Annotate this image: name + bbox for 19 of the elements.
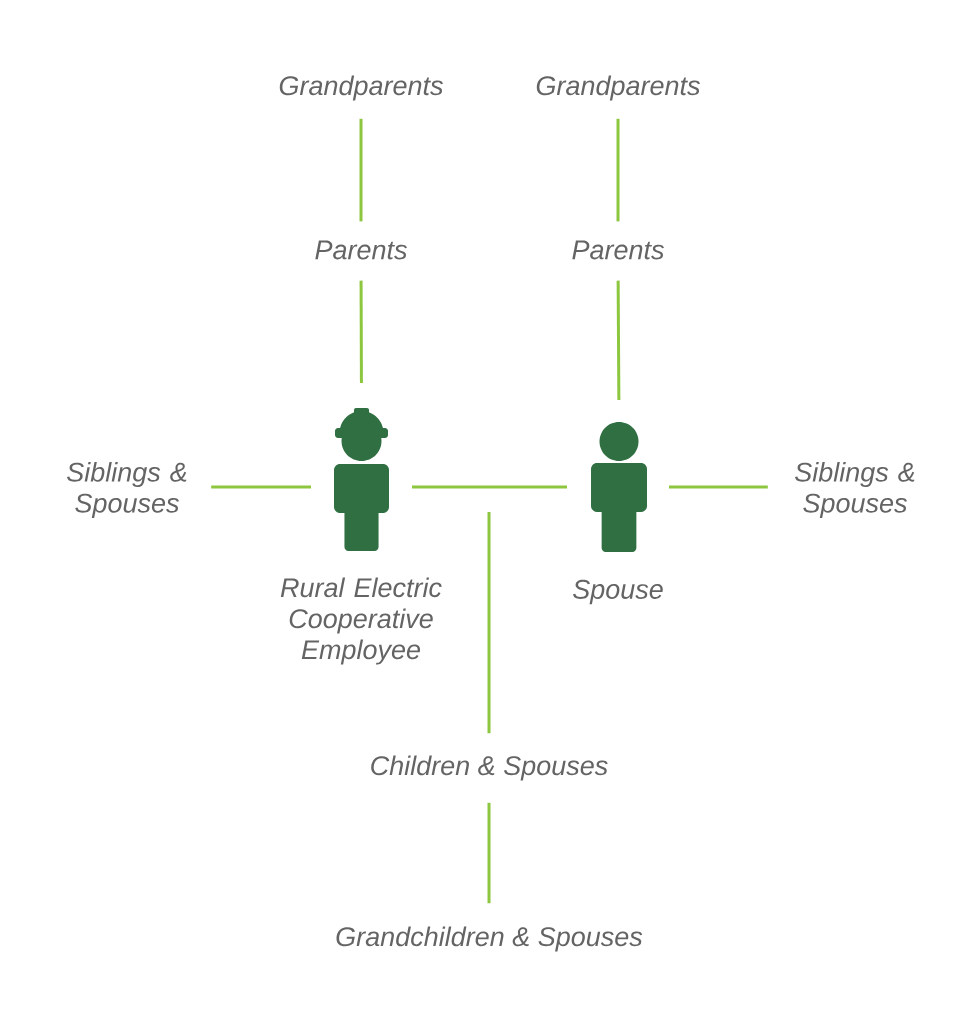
connector-line: [487, 802, 491, 904]
relation-label: Siblings & Spouses: [795, 461, 915, 519]
connector-line: [616, 118, 620, 222]
connector-line: [487, 512, 491, 734]
relation-label: Parents: [315, 240, 407, 260]
relation-label: Grandparents: [536, 75, 700, 101]
relation-label: Grandchildren & Spouses: [336, 926, 643, 952]
connector-line: [211, 485, 311, 489]
relation-label: Siblings & Spouses: [67, 461, 187, 519]
relation-label: Grandparents: [279, 75, 443, 101]
person-label: Spouse: [573, 579, 663, 605]
connector-line: [359, 118, 363, 222]
connector-line: [359, 280, 363, 383]
person-label: Rural Electric Cooperative Employee: [280, 577, 442, 665]
relation-label: Children & Spouses: [371, 755, 608, 781]
relation-label: Parents: [572, 240, 664, 260]
connector-line: [616, 280, 621, 400]
connector-line: [412, 485, 567, 489]
connector-line: [669, 485, 768, 489]
